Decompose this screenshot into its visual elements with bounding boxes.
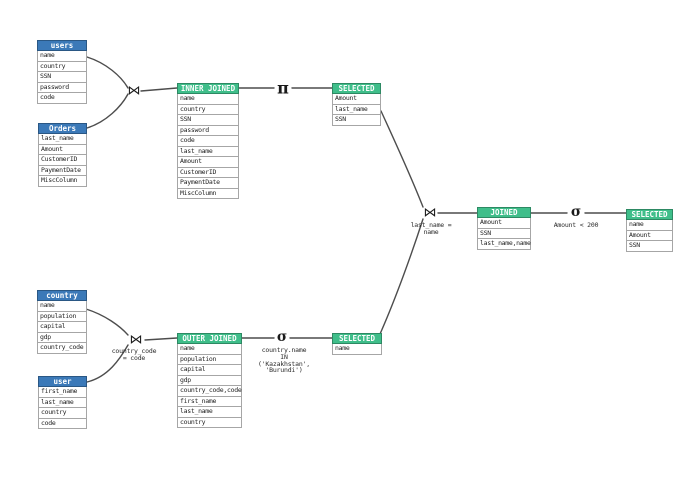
table-row: SSN <box>332 115 381 126</box>
connector-join-top-to-inner <box>140 87 178 92</box>
table-row: name <box>332 344 382 355</box>
table-row: password <box>177 125 239 136</box>
table-row: last_name <box>177 146 239 157</box>
table-selected-final-title: SELECTED <box>626 209 673 220</box>
table-row: country_code,code <box>177 386 242 397</box>
table-row: password <box>37 82 87 93</box>
table-row: CustomerID <box>177 167 239 178</box>
join-operator-bottom: ⋈ <box>129 332 143 348</box>
table-row: country <box>38 408 87 419</box>
table-row: population <box>177 354 242 365</box>
table-row: gdp <box>177 375 242 386</box>
table-users-title: users <box>37 40 87 51</box>
table-row: last_name,name <box>477 239 531 250</box>
table-row: last_name <box>38 397 87 408</box>
table-row: code <box>37 93 87 104</box>
table-row: code <box>177 136 239 147</box>
selection-operator-mid-icon: σ <box>570 204 582 220</box>
table-row: SSN <box>37 72 87 83</box>
table-row: last_name <box>332 104 381 115</box>
table-row: Amount <box>626 230 673 241</box>
connector-selected-top-to-join-mid <box>380 110 424 208</box>
connector-join-bottom-to-outer <box>144 337 178 341</box>
table-row: last_name <box>177 407 242 418</box>
table-row: PaymentDate <box>177 178 239 189</box>
projection-operator-icon: π <box>277 78 289 98</box>
table-row: SSN <box>477 228 531 239</box>
table-row: first_name <box>38 387 87 398</box>
table-user-title: user <box>38 376 87 387</box>
table-row: SSN <box>626 241 673 252</box>
table-row: PaymentDate <box>38 165 87 176</box>
table-outer-joined-title: OUTER JOINED <box>177 333 242 344</box>
join-operator-top: ⋈ <box>127 83 141 99</box>
table-row: name <box>37 301 87 312</box>
table-orders-title: Orders <box>38 123 87 134</box>
connector-selected-bottom-to-join-mid <box>379 218 424 335</box>
table-row: Amount <box>477 218 531 229</box>
table-row: gdp <box>37 332 87 343</box>
table-selected-bottom-title: SELECTED <box>332 333 382 344</box>
table-row: Amount <box>38 144 87 155</box>
table-inner-joined-title: INNER JOINED <box>177 83 239 94</box>
table-joined-title: JOINED <box>477 207 531 218</box>
selection-bottom-condition: country.name IN ('Kazakhstan', 'Burundi'… <box>258 346 310 375</box>
table-row: capital <box>37 322 87 333</box>
join-operator-mid: ⋈ <box>423 205 437 221</box>
connector-country-to-join-bottom <box>85 308 129 336</box>
connector-users-to-join-top <box>86 56 129 89</box>
selection-operator-bottom-icon: σ <box>276 329 288 345</box>
table-row: country_code <box>37 343 87 354</box>
table-row: name <box>37 51 87 62</box>
table-row: last_name <box>38 134 87 145</box>
table-row: first_name <box>177 396 242 407</box>
table-selected-bottom-columns: name <box>332 344 382 355</box>
join-bottom-condition: country_code = code <box>111 347 157 362</box>
table-row: population <box>37 311 87 322</box>
table-country-title: country <box>37 290 87 301</box>
join-mid-condition: last_name = name <box>410 221 452 236</box>
table-row: capital <box>177 365 242 376</box>
selection-mid-condition: Amount < 200 <box>553 221 599 229</box>
table-row: Amount <box>332 94 381 105</box>
table-row: name <box>626 220 673 231</box>
table-row: country <box>37 61 87 72</box>
table-row: SSN <box>177 115 239 126</box>
table-row: name <box>177 94 239 105</box>
table-row: MiscColumn <box>177 188 239 199</box>
table-row: code <box>38 418 87 429</box>
table-row: country <box>177 417 242 428</box>
table-row: MiscColumn <box>38 176 87 187</box>
table-row: CustomerID <box>38 155 87 166</box>
table-row: country <box>177 104 239 115</box>
connector-user-to-join-bottom <box>86 344 129 383</box>
table-row: name <box>177 344 242 355</box>
table-selected-bottom: SELECTED name <box>332 333 382 355</box>
table-row: Amount <box>177 157 239 168</box>
connector-orders-to-join-top <box>86 93 129 129</box>
table-selected-top-title: SELECTED <box>332 83 381 94</box>
